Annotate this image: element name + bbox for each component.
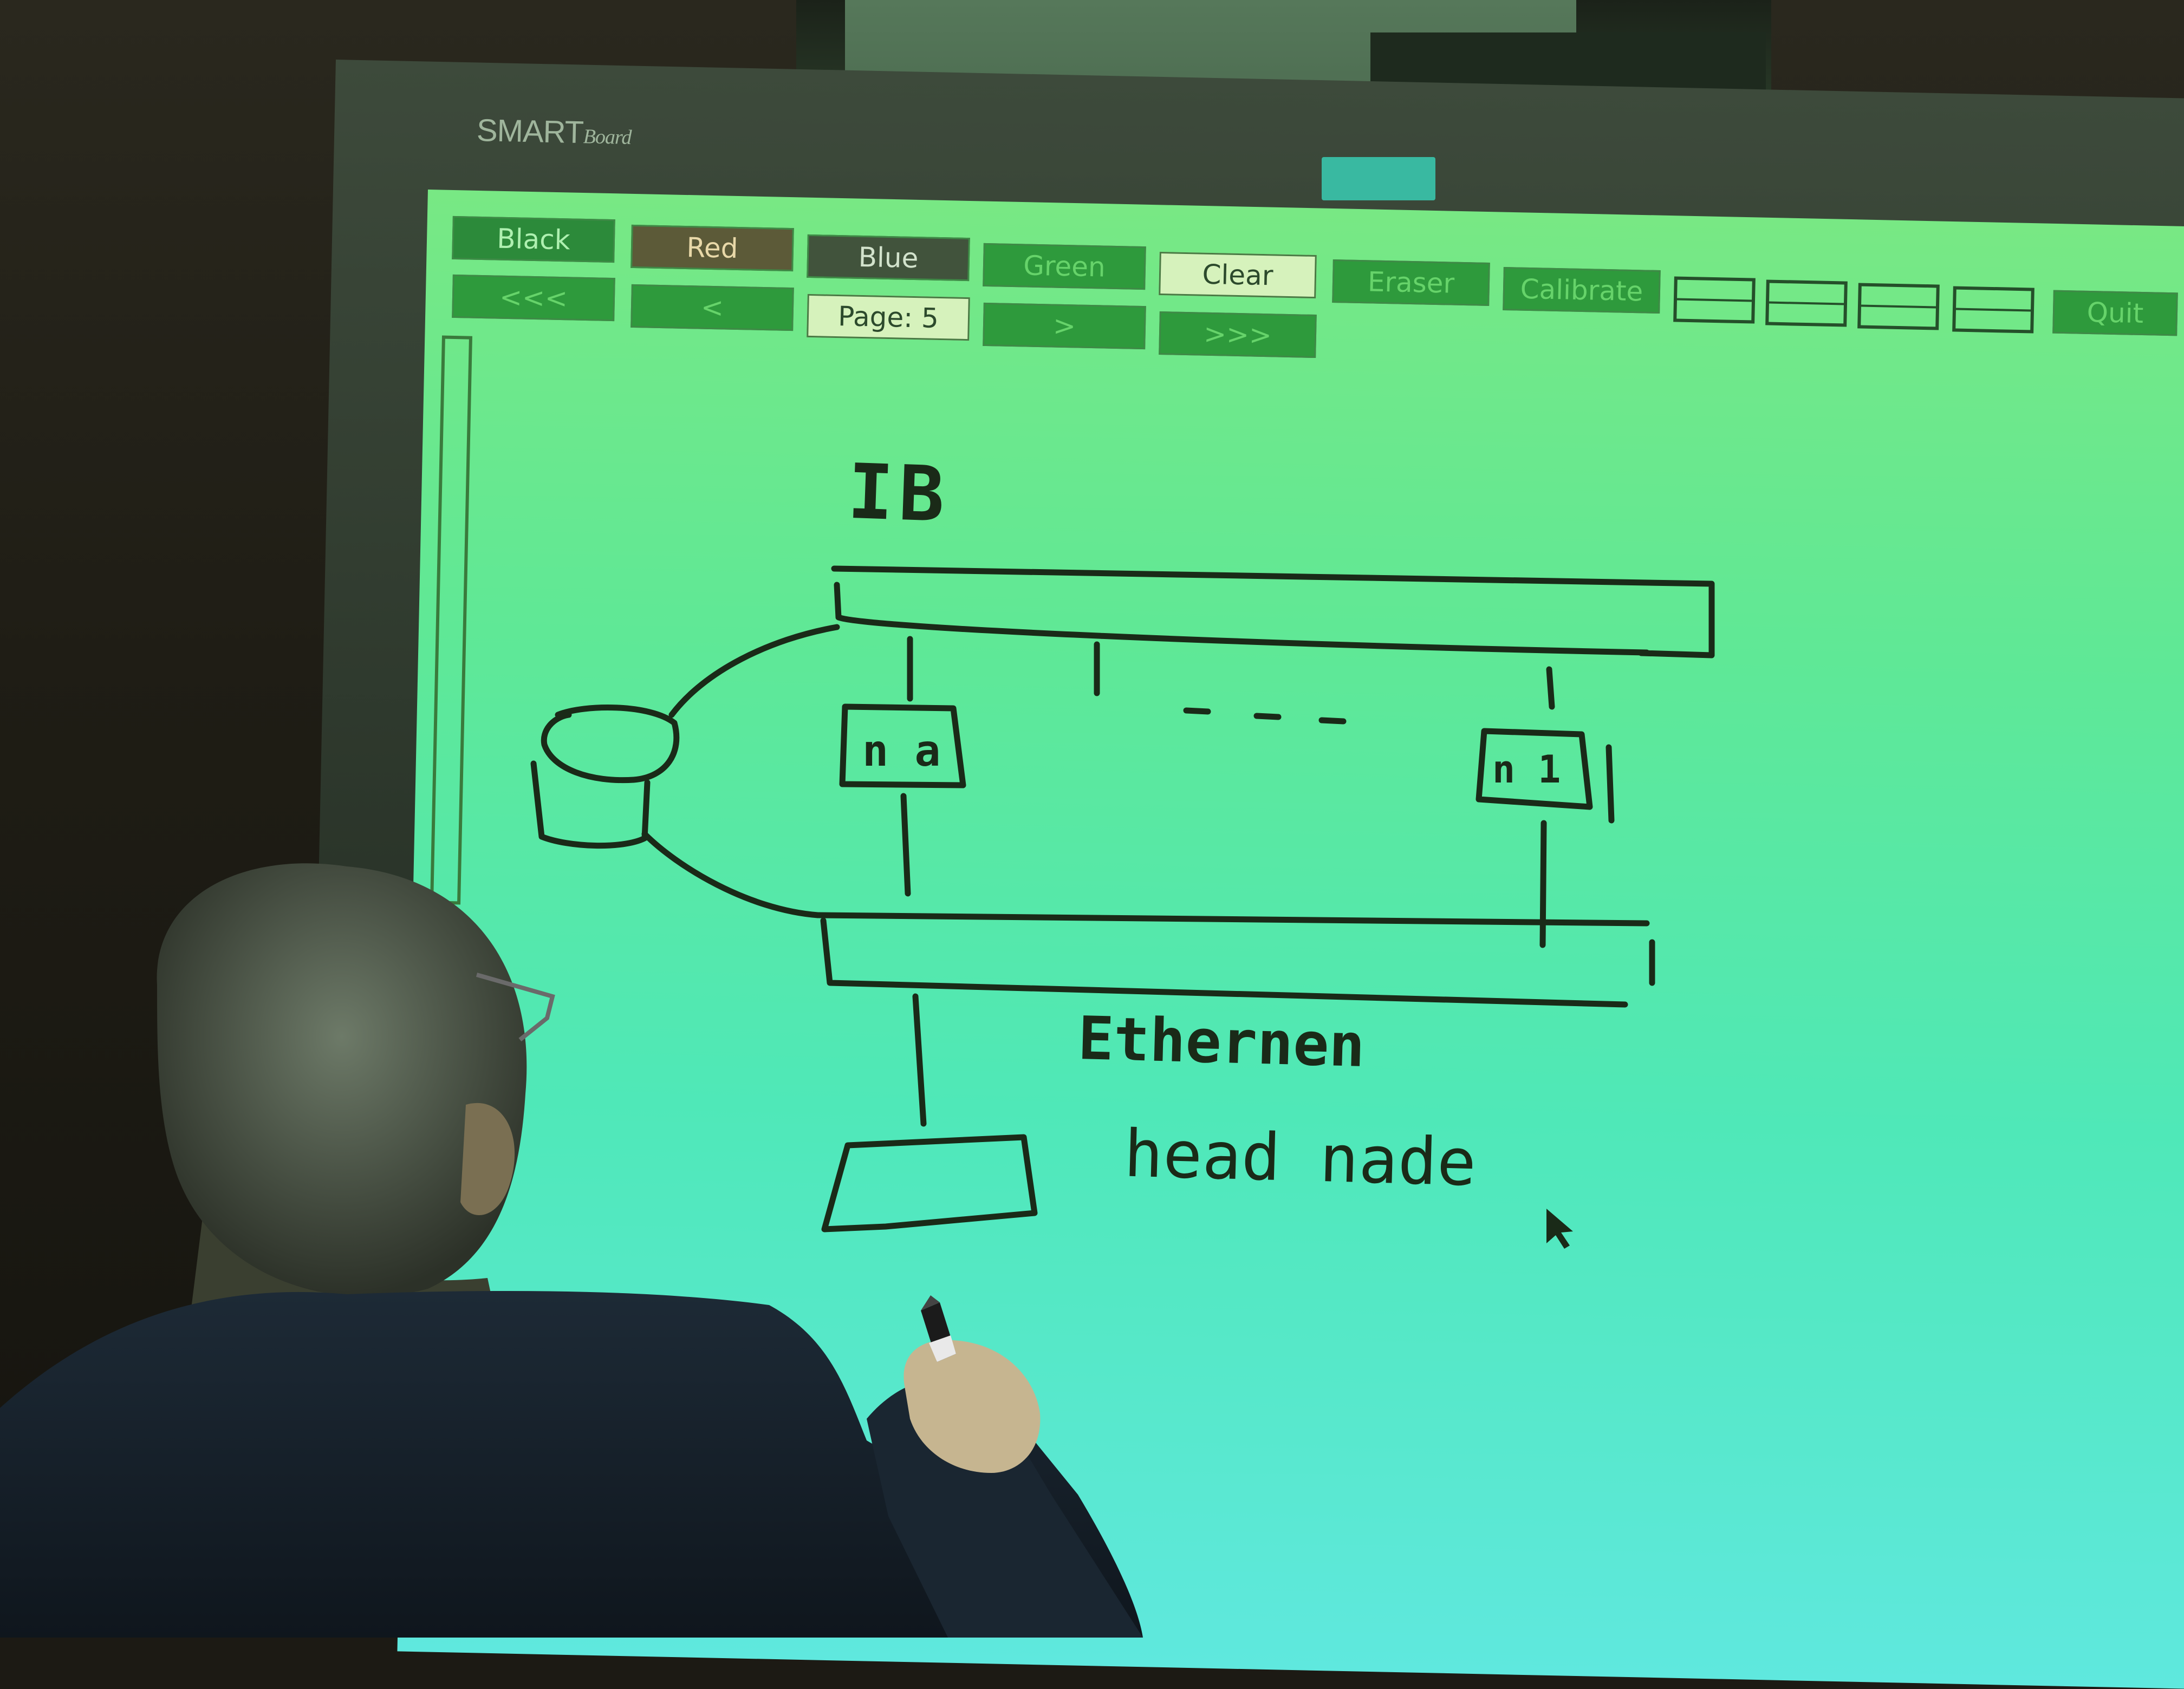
node-right-label: n 1 — [1492, 747, 1561, 792]
ear — [460, 1103, 515, 1215]
ib-drop-3 — [1546, 666, 1555, 710]
head — [157, 863, 527, 1297]
ib-bus-top-stroke — [831, 565, 1715, 658]
glasses-icon — [476, 973, 555, 1042]
hand — [903, 1340, 1041, 1473]
compute-node-right — [1476, 728, 1593, 810]
node-left-drop — [900, 793, 911, 897]
storage-body — [530, 760, 651, 849]
photo-scene: SMARTBoard Black Red Blue Green Clear Er… — [0, 0, 2184, 1638]
presenter-silhouette — [0, 863, 1143, 1638]
mouse-cursor-icon — [1546, 1209, 1573, 1249]
jacket — [0, 1291, 1143, 1638]
handwritten-diagram — [530, 565, 1715, 1249]
node-left-label: n a — [862, 726, 941, 776]
head-node-link — [912, 993, 927, 1127]
storage-top — [541, 704, 680, 784]
node-right-bracket — [1606, 744, 1615, 824]
storage-link-ib — [668, 624, 840, 718]
eth-bus-top — [816, 912, 1650, 927]
ib-bus-bottom-stroke — [834, 582, 1650, 656]
marker-tip — [921, 1295, 940, 1310]
storage-link-eth — [641, 831, 821, 918]
marker-label — [929, 1335, 956, 1362]
board-sensor — [1322, 157, 1435, 200]
compute-node-left — [839, 703, 966, 788]
ellipsis-dashes — [1183, 707, 1347, 725]
head-node-box — [821, 1134, 1038, 1232]
eth-bus-bottom — [820, 917, 1628, 1008]
